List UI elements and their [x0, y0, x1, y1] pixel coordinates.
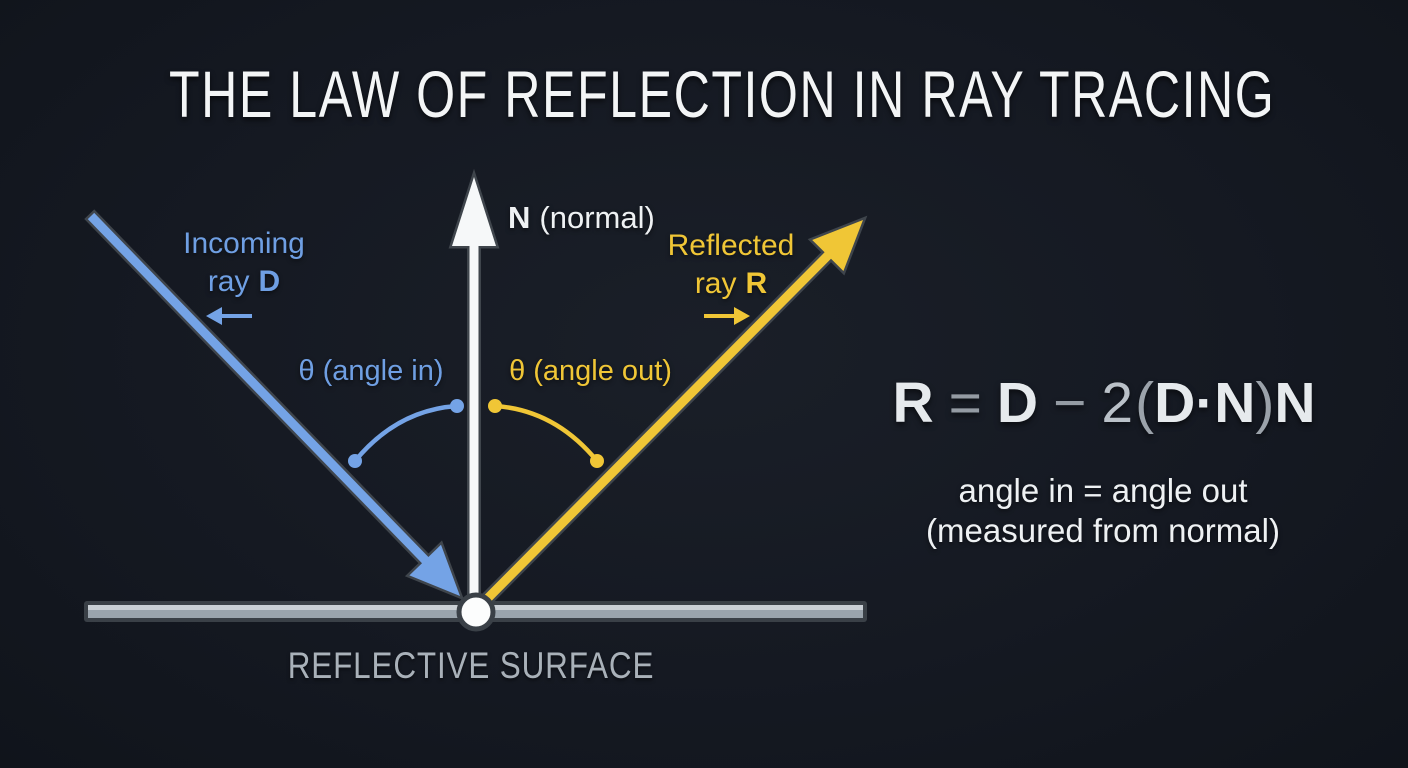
hit-point-circle: [456, 592, 496, 632]
normal-word: (normal): [539, 200, 655, 235]
formula-n: N: [1274, 371, 1316, 435]
angle-equality-note: angle in = angle out (measured from norm…: [903, 471, 1303, 551]
angle-out-arc: [488, 399, 604, 468]
reflected-ray-word: ray: [694, 267, 737, 300]
angle-in-dot: [450, 399, 464, 413]
normal-vector-symbol: N: [508, 200, 531, 235]
left-arrow-icon: [206, 307, 252, 325]
incoming-vector-symbol: D: [258, 265, 281, 298]
formula-dot-product: D·N: [1154, 371, 1256, 435]
reflected-ray-label-line1: Reflected: [667, 229, 795, 262]
formula-r: R: [892, 371, 934, 435]
reflected-vector-symbol: R: [745, 267, 768, 300]
surface-caption: REFLECTIVE SURFACE: [287, 645, 655, 686]
note-line1: angle in = angle out: [958, 472, 1248, 509]
formula-open-paren: (: [1135, 371, 1155, 435]
reflected-ray-arrow: [476, 215, 868, 610]
angle-in-arc: [348, 399, 464, 468]
page-title: THE LAW OF REFLECTION IN RAY TRACING: [168, 57, 1276, 131]
reflection-formula: R=D−2(D·N)N: [849, 370, 1359, 436]
angle-out-dot: [488, 399, 502, 413]
formula-coefficient: 2: [1101, 371, 1134, 435]
note-line2: (measured from normal): [926, 512, 1280, 549]
formula-minus: −: [1053, 371, 1087, 435]
angle-in-label: θ (angle in): [298, 355, 444, 387]
angle-in-arc-path: [352, 403, 460, 464]
incoming-ray-word: ray: [207, 265, 250, 298]
angle-out-arc-path: [492, 403, 600, 464]
incoming-ray-label-line1: Incoming: [183, 227, 305, 260]
angle-out-label: θ (angle out): [509, 355, 672, 387]
angle-in-dot: [348, 454, 362, 468]
right-arrow-icon: [704, 307, 750, 325]
formula-d: D: [996, 371, 1039, 435]
angle-out-dot: [590, 454, 604, 468]
incoming-ray-arrow: [84, 209, 465, 601]
normal-label: N(normal): [508, 200, 655, 236]
formula-close-paren: ): [1255, 371, 1275, 435]
normal-arrow: [448, 168, 500, 613]
formula-equals: =: [948, 371, 982, 435]
